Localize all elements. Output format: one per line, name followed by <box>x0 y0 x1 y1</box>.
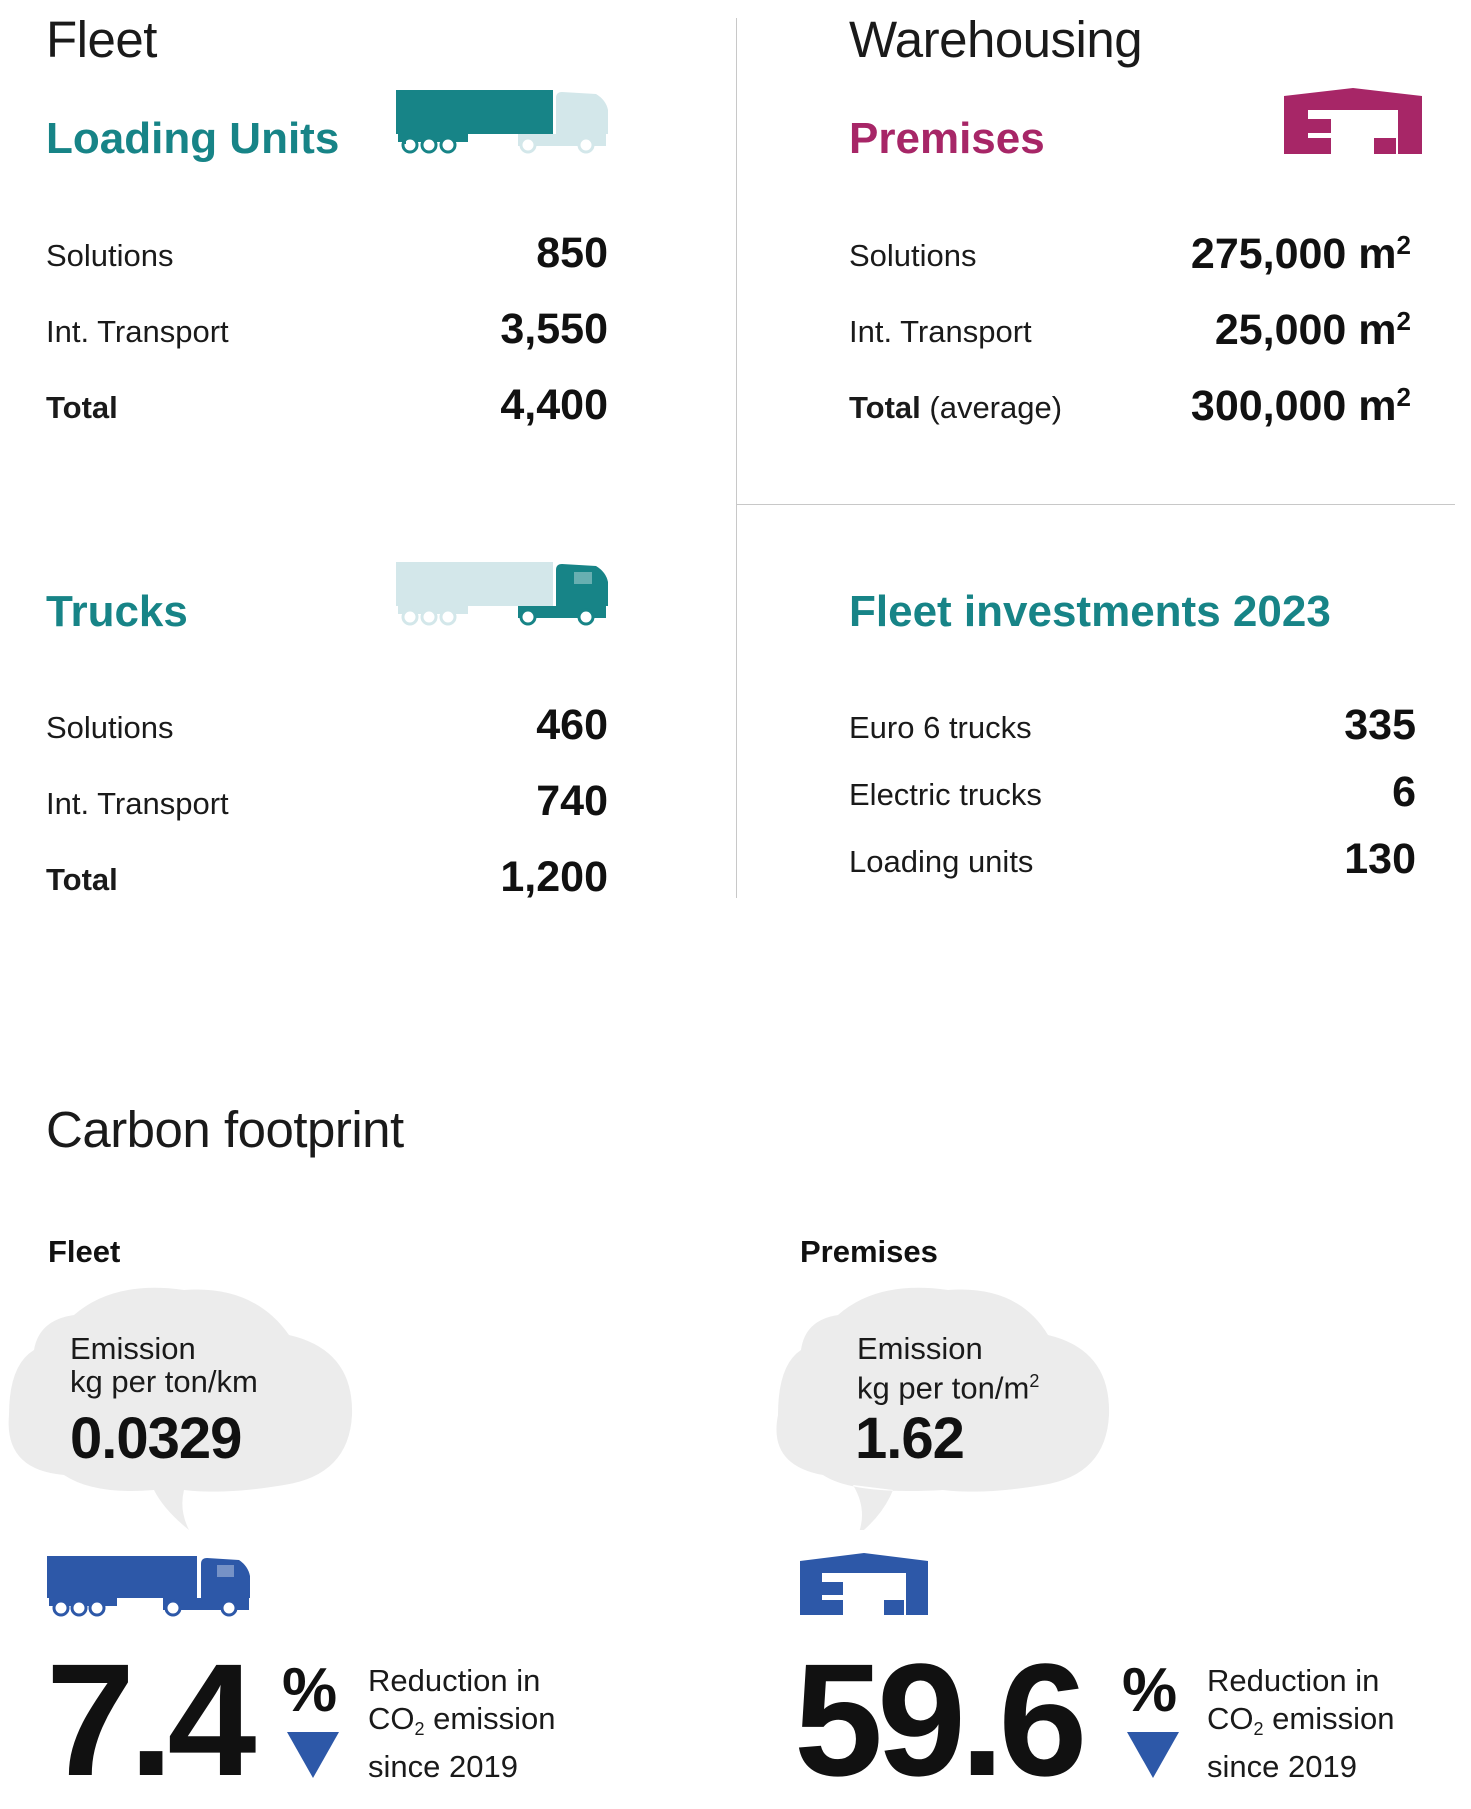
trucks-label-int-transport: Int. Transport <box>46 786 229 821</box>
warehousing-title: Warehousing <box>849 11 1143 68</box>
trucks-label-solutions: Solutions <box>46 710 174 745</box>
investments-value-electric: 6 <box>1392 768 1416 816</box>
investments-value-loading-units: 130 <box>1344 835 1416 883</box>
trucks-title: Trucks <box>46 587 188 636</box>
loading-units-value-total: 4,400 <box>500 381 608 429</box>
premises-emission-bubble <box>776 1287 1110 1530</box>
vertical-divider <box>736 18 737 898</box>
warehouse-icon <box>1284 88 1422 154</box>
loading-units-label-total: Total <box>46 390 118 425</box>
premises-title: Premises <box>849 114 1045 163</box>
premises-value-solutions: 275,000 m2 <box>1190 230 1411 278</box>
loading-units-label-solutions: Solutions <box>46 238 174 273</box>
fleet-investments-title: Fleet investments 2023 <box>849 587 1331 636</box>
horizontal-divider <box>737 504 1455 505</box>
cf-fleet-heading: Fleet <box>48 1234 121 1269</box>
premises-reduction-percent: % <box>1122 1656 1178 1725</box>
trucks-label-total: Total <box>46 862 118 897</box>
fleet-emission-label: Emission <box>70 1331 196 1366</box>
premises-emission-label: Emission <box>857 1331 983 1366</box>
loading-units-value-int-transport: 3,550 <box>500 305 608 353</box>
trucks-value-total: 1,200 <box>500 853 608 901</box>
investments-label-euro6: Euro 6 trucks <box>849 710 1032 745</box>
trucks-value-int-transport: 740 <box>536 777 608 825</box>
fleet-title: Fleet <box>46 11 157 68</box>
premises-label-total: Total (average) <box>849 390 1063 425</box>
premises-emission-value: 1.62 <box>855 1406 965 1471</box>
loading-units-label-int-transport: Int. Transport <box>46 314 229 349</box>
investments-label-electric: Electric trucks <box>849 777 1042 812</box>
loading-units-title: Loading Units <box>46 114 340 163</box>
down-arrow-icon <box>287 1732 339 1778</box>
loading-units-value-solutions: 850 <box>536 229 608 277</box>
premises-reduction-value: 59.6 <box>794 1630 1087 1809</box>
premises-label-int-transport: Int. Transport <box>849 314 1032 349</box>
premises-label-solutions: Solutions <box>849 238 977 273</box>
premises-value-total: 300,000 m2 <box>1190 382 1411 430</box>
down-arrow-icon <box>1127 1732 1179 1778</box>
premises-reduction-text: Reduction in CO2 emission since 2019 <box>1207 1663 1395 1784</box>
fleet-reduction-value: 7.4 <box>46 1630 256 1809</box>
fleet-emission-unit: kg per ton/km <box>70 1364 258 1399</box>
fleet-reduction-percent: % <box>282 1656 338 1725</box>
fleet-emission-bubble <box>8 1287 353 1530</box>
investments-value-euro6: 335 <box>1344 701 1416 749</box>
carbon-footprint-title: Carbon footprint <box>46 1101 404 1158</box>
trailer-icon <box>396 90 608 154</box>
premises-label-total-suffix: (average) <box>929 390 1063 425</box>
trucks-value-solutions: 460 <box>536 701 608 749</box>
warehouse-icon <box>800 1553 928 1615</box>
truck-icon <box>47 1556 250 1617</box>
truck-tractor-icon <box>396 562 608 626</box>
premises-emission-unit: kg per ton/m2 <box>857 1370 1040 1406</box>
fleet-reduction-text: Reduction in CO2 emission since 2019 <box>368 1663 556 1784</box>
premises-value-int-transport: 25,000 m2 <box>1214 306 1411 354</box>
fleet-emission-value: 0.0329 <box>70 1406 242 1471</box>
cf-premises-heading: Premises <box>800 1234 938 1269</box>
investments-label-loading-units: Loading units <box>849 844 1034 879</box>
